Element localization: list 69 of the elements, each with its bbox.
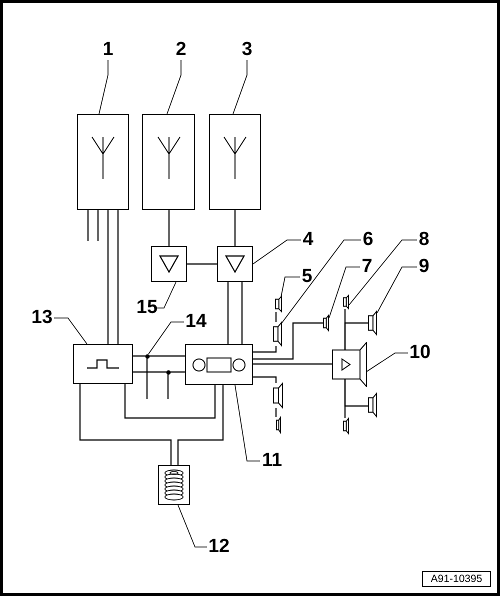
figure-number: A91-10395	[422, 571, 491, 587]
radio-unit-box	[185, 344, 253, 385]
antenna-module-box	[142, 114, 195, 210]
leader-line	[348, 240, 418, 306]
leader-line	[376, 266, 418, 314]
wire	[124, 384, 216, 419]
wire	[253, 322, 323, 360]
wire	[227, 281, 243, 345]
wire	[344, 322, 368, 350]
junction-dot	[166, 370, 170, 374]
callout-number: 8	[416, 230, 432, 250]
junction-dot	[144, 354, 150, 358]
callout-number: 4	[300, 230, 316, 250]
leader-line	[166, 60, 182, 114]
speaker-symbol	[273, 383, 283, 408]
speaker-symbol	[368, 393, 377, 417]
wire	[187, 263, 217, 265]
speaker-symbol	[273, 322, 282, 346]
wire	[253, 346, 277, 353]
leader-line	[98, 60, 108, 114]
leader-line	[148, 322, 184, 354]
callout-number: 3	[240, 40, 254, 60]
callout-number: 11	[259, 451, 285, 471]
callout-number: 10	[407, 343, 433, 363]
leader-line	[232, 60, 248, 114]
callout-number: 12	[206, 537, 232, 557]
callout-number: 9	[416, 257, 432, 277]
control-unit-box	[73, 344, 133, 384]
speaker-symbol	[275, 296, 282, 312]
callout-number: 7	[360, 257, 374, 277]
leader-line	[234, 384, 260, 462]
leader-line	[328, 266, 360, 318]
callout-number: 5	[300, 267, 314, 287]
callout-number: 1	[100, 40, 116, 60]
wire	[146, 358, 148, 399]
callout-number: 13	[29, 308, 55, 328]
wire	[168, 210, 170, 246]
callout-number: 2	[174, 40, 188, 60]
speaker-symbol	[276, 417, 281, 433]
antenna-module-box	[209, 114, 261, 210]
wire	[107, 209, 119, 345]
wire	[132, 355, 186, 373]
amplifier-speaker-symbol	[332, 342, 367, 387]
leader-line	[54, 318, 88, 344]
callout-number: 14	[183, 312, 209, 332]
wire	[344, 379, 346, 418]
wire	[234, 210, 236, 246]
wire	[253, 363, 332, 365]
antenna-module-box	[77, 114, 129, 210]
speaker-symbol	[343, 418, 349, 434]
callout-number: 15	[134, 298, 160, 318]
leader-line	[366, 352, 408, 372]
wire	[275, 408, 277, 417]
amplifier-box	[217, 246, 253, 282]
wire	[253, 376, 277, 383]
leader-line	[280, 276, 300, 298]
leader-line	[178, 504, 208, 548]
speaker-symbol	[323, 315, 329, 331]
speaker-symbol	[368, 311, 377, 335]
cd-changer-box	[158, 465, 190, 505]
leader-line	[280, 240, 362, 324]
wire	[79, 384, 172, 465]
callout-number: 6	[360, 230, 376, 250]
amplifier-box	[151, 246, 187, 282]
wire	[167, 374, 169, 399]
speaker-symbol	[343, 295, 349, 309]
leader-line	[252, 240, 302, 264]
wire	[177, 385, 224, 465]
wire	[275, 312, 277, 322]
